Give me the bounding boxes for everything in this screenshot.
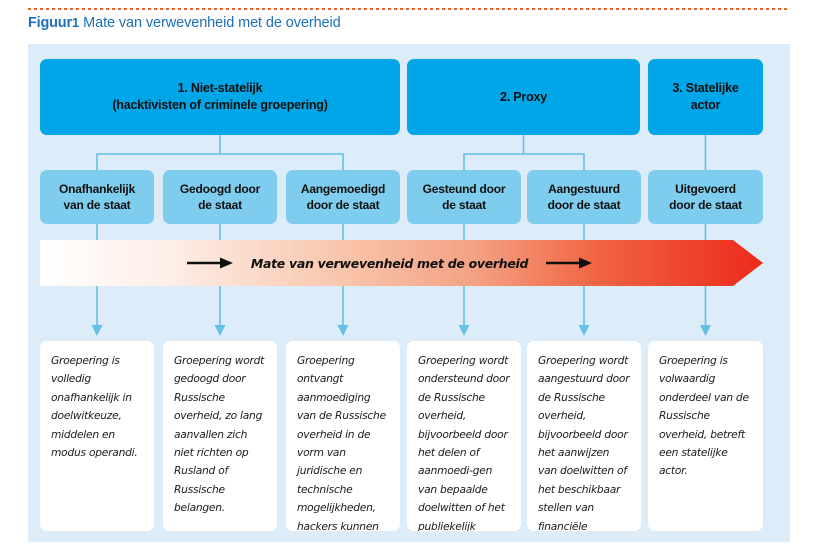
- degree-label: Aangestuurd door de staat: [547, 181, 621, 212]
- description-text: Groepering is volledig onafhankelijk in …: [51, 354, 138, 460]
- actor-label: 2. Proxy: [499, 89, 548, 104]
- figure-number: 1: [71, 15, 80, 30]
- description-card: Groepering is volwaardig onderdeel van d…: [648, 341, 763, 531]
- actor-label: 3. Statelijke actor: [672, 81, 739, 112]
- degree-box-aangestuurd[interactable]: Aangestuurd door de staat: [527, 170, 641, 224]
- figure-word: Figuur: [28, 15, 72, 31]
- description-text: Groepering wordt ondersteund door de Rus…: [418, 354, 510, 531]
- degree-box-gesteund[interactable]: Gesteund door de staat: [407, 170, 521, 224]
- degree-label: Gedoogd door de staat: [179, 181, 261, 212]
- gradient-scale-band: [40, 240, 763, 286]
- description-text: Groepering wordt aangestuurd door de Rus…: [538, 354, 630, 531]
- degree-label: Onafhankelijk van de staat: [58, 181, 136, 212]
- degree-box-gedoogd[interactable]: Gedoogd door de staat: [163, 170, 277, 224]
- actor-box-proxy[interactable]: 2. Proxy: [407, 59, 640, 135]
- figure-title: Mate van verwevenheid met de overheid: [83, 15, 341, 31]
- figure-panel: 1. Niet-statelijk (hacktivisten of crimi…: [28, 44, 790, 542]
- dotted-separator-rule: [28, 8, 790, 10]
- degree-label: Uitgevoerd door de staat: [669, 181, 742, 212]
- description-text: Groepering is volwaardig onderdeel van d…: [659, 354, 749, 478]
- description-card: Groepering ontvangt aanmoediging van de …: [286, 341, 400, 531]
- degree-label: Gesteund door de staat: [422, 181, 506, 212]
- description-text: Groepering ontvangt aanmoediging van de …: [297, 354, 386, 531]
- description-card: Groepering wordt ondersteund door de Rus…: [407, 341, 521, 531]
- degree-box-aangemoedigd[interactable]: Aangemoedigd door de staat: [286, 170, 400, 224]
- degree-box-uitgevoerd[interactable]: Uitgevoerd door de staat: [648, 170, 763, 224]
- description-text: Groepering wordt gedoogd door Russische …: [174, 354, 265, 515]
- actor-box-niet-statelijk[interactable]: 1. Niet-statelijk (hacktivisten of crimi…: [40, 59, 400, 135]
- description-card: Groepering wordt aangestuurd door de Rus…: [527, 341, 641, 531]
- degree-label: Aangemoedigd door de staat: [300, 181, 386, 212]
- actor-box-statelijke-actor[interactable]: 3. Statelijke actor: [648, 59, 763, 135]
- actor-label: 1. Niet-statelijk (hacktivisten of crimi…: [112, 81, 328, 112]
- description-card: Groepering wordt gedoogd door Russische …: [163, 341, 277, 531]
- degree-box-onafhankelijk[interactable]: Onafhankelijk van de staat: [40, 170, 154, 224]
- description-card: Groepering is volledig onafhankelijk in …: [40, 341, 154, 531]
